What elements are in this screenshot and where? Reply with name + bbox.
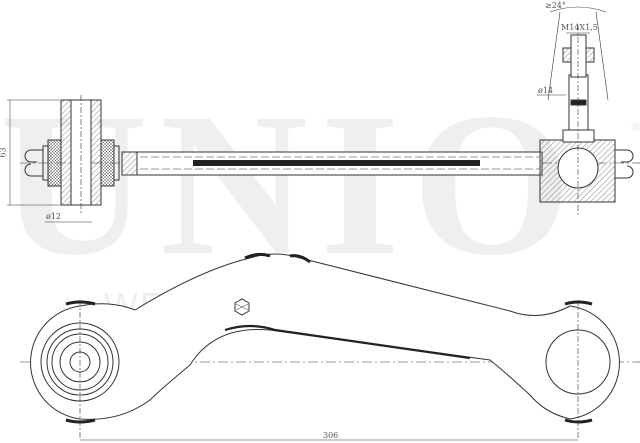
stud-diameter-label: ø14 bbox=[538, 86, 553, 95]
bushing-height-label: 63 bbox=[0, 147, 8, 158]
top-view bbox=[20, 252, 640, 441]
overall-length-label: 306 bbox=[323, 431, 339, 440]
thread-label: M14X1,5 bbox=[561, 23, 598, 32]
bore-diameter-label: ø12 bbox=[46, 212, 61, 221]
side-view bbox=[7, 6, 640, 223]
stud-angle-label: ≥24° bbox=[545, 1, 566, 10]
registered-mark: ® bbox=[630, 120, 640, 134]
